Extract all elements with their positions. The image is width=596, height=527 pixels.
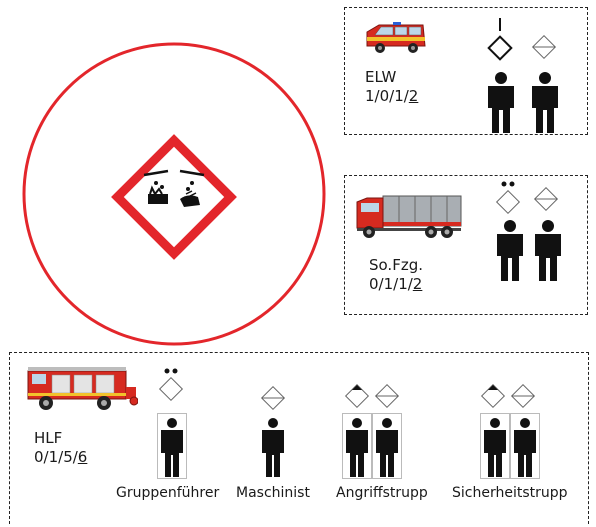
person-pair-icon <box>342 413 402 479</box>
member-marker-icon <box>531 184 561 214</box>
person-icon <box>258 413 288 479</box>
person-icon <box>157 413 187 479</box>
role-label-maschinist: Maschinist <box>236 485 310 501</box>
person-icon <box>493 220 527 282</box>
two-dots-marker-icon <box>493 180 523 216</box>
corrosive-icon <box>111 134 237 260</box>
elw-unit-box: ELW 1/0/1/2 <box>344 7 588 135</box>
role-label-angriffstrupp: Angriffstrupp <box>336 485 428 501</box>
fire-engine-icon <box>26 367 138 411</box>
role-label-gruppenfuehrer: Gruppenführer <box>116 485 220 501</box>
role-label-sicherheitstrupp: Sicherheitstrupp <box>452 485 568 501</box>
elw-strength: 1/0/1/2 <box>365 87 419 105</box>
hlf-strength: 0/1/5/6 <box>34 448 88 466</box>
top-filled-marker-icon <box>342 381 402 411</box>
hlf-label: HLF 0/1/5/6 <box>34 429 87 467</box>
sofzg-name: So.Fzg. <box>369 256 423 274</box>
member-marker-icon <box>529 32 559 62</box>
hazard-circle <box>19 39 329 349</box>
two-dots-marker-icon <box>156 367 186 403</box>
elw-label: ELW 1/0/1/2 <box>365 68 418 106</box>
top-filled-marker-icon <box>478 381 538 411</box>
hlf-name: HLF <box>34 429 63 447</box>
person-icon <box>528 72 562 134</box>
sofzg-label: So.Fzg. 0/1/1/2 <box>369 256 423 294</box>
special-truck-icon <box>355 194 463 240</box>
hlf-unit-box: HLF 0/1/5/6 Gruppenführer Maschinist <box>9 352 589 524</box>
elw-name: ELW <box>365 68 397 86</box>
sofzg-strength: 0/1/1/2 <box>369 275 423 293</box>
person-icon <box>484 72 518 134</box>
leader-marker-icon <box>485 18 515 62</box>
member-marker-icon <box>258 383 288 413</box>
person-pair-icon <box>480 413 540 479</box>
person-icon <box>531 220 565 282</box>
command-van-icon <box>365 22 427 56</box>
sofzg-unit-box: So.Fzg. 0/1/1/2 <box>344 175 588 315</box>
